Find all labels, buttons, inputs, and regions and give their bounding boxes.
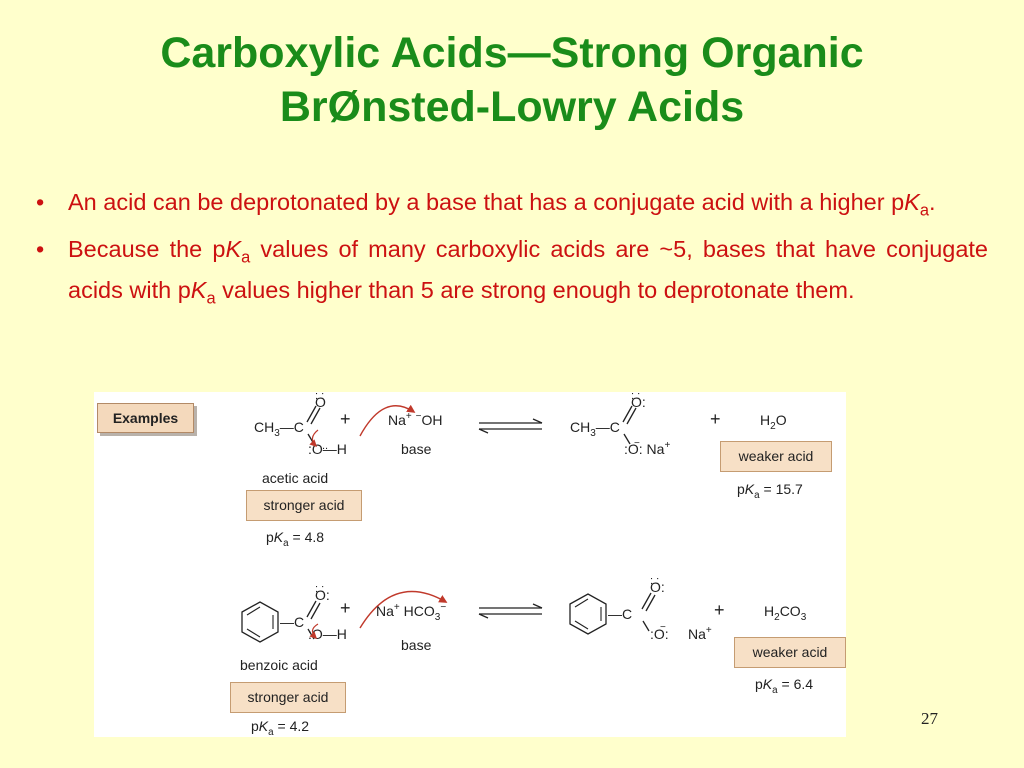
svg-text:: :: : : (315, 583, 324, 595)
water-formula: H2O (760, 412, 787, 432)
svg-text::O: Na+: :O: Na+ (624, 440, 670, 457)
acid-pka: pKa = 4.8 (266, 529, 325, 549)
stronger-acid-tag: stronger acid (246, 490, 362, 521)
svg-text::O:: :O: (650, 626, 669, 642)
svg-text:−: − (634, 438, 640, 449)
plus-sign: + (714, 600, 725, 620)
slide-title: Carboxylic Acids—Strong Organic BrØnsted… (0, 26, 1024, 134)
equilibrium-arrows (478, 603, 543, 619)
bicarbonate-formula: Na+ HCO3− (376, 602, 446, 623)
bullet-item: •Because the pKa values of many carboxyl… (36, 233, 988, 316)
acetic-acid-structure: CH3—C O : : :O—H .. (254, 392, 347, 457)
conj-acid-pka: pKa = 15.7 (737, 481, 803, 501)
plus-sign: + (340, 409, 351, 429)
svg-text:CH3—C: CH3—C (570, 419, 620, 439)
base-label: base (401, 441, 432, 457)
svg-text:O:: O: (315, 587, 330, 603)
carbonic-acid-formula: H2CO3 (764, 603, 807, 623)
acetate-structure: CH3—C O: : : :O: Na+ − (570, 392, 670, 457)
base-label: base (401, 637, 432, 653)
svg-text::O—H: :O—H (308, 441, 347, 457)
svg-text:−: − (660, 622, 666, 633)
equilibrium-arrows (478, 418, 543, 434)
acid-name: benzoic acid (240, 657, 318, 673)
base-formula: Na+ −OH (388, 411, 442, 428)
weaker-acid-tag: weaker acid (734, 637, 846, 668)
svg-text::O—H: :O—H (308, 626, 347, 642)
svg-text:O:: O: (631, 394, 646, 410)
benzoate-structure: —C O: : : :O: − Na+ (569, 575, 712, 642)
conj-acid-pka: pKa = 6.4 (755, 676, 814, 696)
svg-text:CH3—C: CH3—C (254, 419, 304, 439)
bullet-dot: • (36, 235, 45, 262)
curved-arrow (359, 404, 416, 437)
svg-text:O:: O: (650, 579, 665, 595)
examples-badge: Examples (97, 403, 194, 433)
reaction-drawing: CH3—C O : : :O—H .. + Na+ −OH CH3—C O: :… (241, 392, 807, 643)
title-line-2: BrØnsted-Lowry Acids (279, 83, 745, 131)
svg-text:—C: —C (608, 606, 632, 622)
svg-text:O: O (315, 394, 326, 410)
svg-text:: :: : : (650, 575, 659, 587)
page-number: 27 (921, 709, 938, 728)
bullet-item: •An acid can be deprotonated by a base t… (36, 186, 988, 228)
stronger-acid-tag: stronger acid (230, 682, 346, 713)
bullet-list: •An acid can be deprotonated by a base t… (36, 186, 988, 321)
acid-pka: pKa = 4.2 (251, 718, 310, 738)
acid-name: acetic acid (262, 470, 329, 486)
svg-text:—C: —C (280, 614, 304, 630)
svg-text:..: .. (322, 440, 328, 452)
reaction-figure: CH3—C O : : :O—H .. + Na+ −OH CH3—C O: :… (94, 392, 846, 738)
svg-text:: :: : : (631, 392, 640, 402)
plus-sign: + (340, 598, 351, 618)
curved-arrow (359, 590, 448, 629)
svg-text:Na+: Na+ (688, 625, 712, 642)
svg-text:: :: : : (315, 392, 324, 402)
bullet-dot: • (36, 189, 45, 215)
weaker-acid-tag: weaker acid (720, 441, 832, 472)
benzoic-acid-structure: —C O: : : :O—H (241, 583, 347, 643)
plus-sign: + (710, 409, 721, 429)
title-line-1: Carboxylic Acids—Strong Organic (160, 29, 864, 77)
